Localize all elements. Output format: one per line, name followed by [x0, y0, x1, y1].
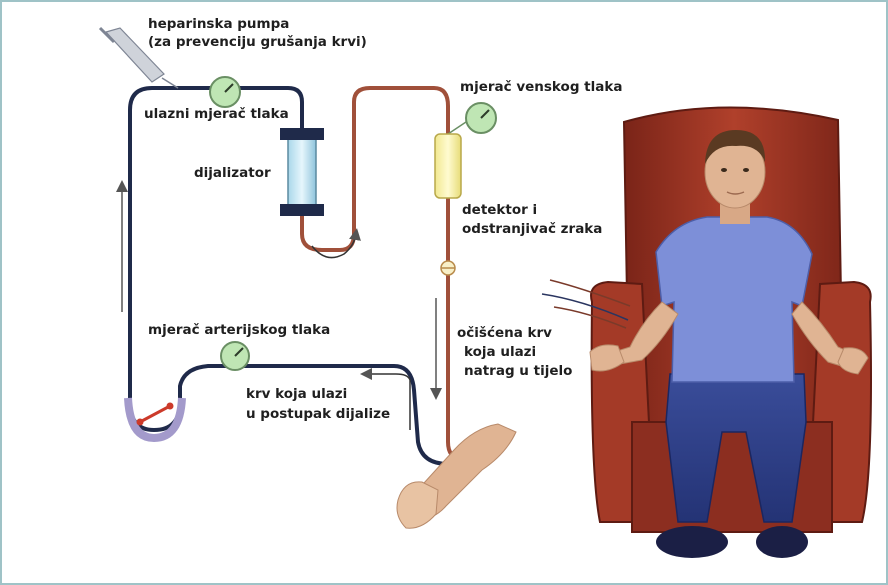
- air-trap-icon: [434, 133, 462, 276]
- heparin-pump-sublabel: (za prevenciju grušanja krvi): [148, 34, 367, 50]
- dialyzer-label: dijalizator: [194, 165, 271, 181]
- flow-arrows: [116, 180, 442, 430]
- venous-pressure-gauge-label: mjerač venskog tlaka: [460, 79, 623, 95]
- blood-in-sublabel: u postupak dijalize: [246, 406, 391, 422]
- arterial-pressure-gauge-label: mjerač arterijskog tlaka: [148, 322, 331, 338]
- air-detector-sublabel: odstranjivač zraka: [462, 221, 603, 237]
- dialyzer-cartridge-icon: [280, 128, 324, 216]
- clean-blood-sublabel-2: natrag u tijelo: [464, 363, 573, 379]
- pressure-gauge-icon: [209, 76, 497, 371]
- blood-pump-icon: [124, 397, 186, 443]
- heparin-pump-label: heparinska pumpa: [148, 16, 290, 32]
- patient-forearm: [396, 423, 517, 529]
- patient-figure: [589, 130, 869, 558]
- air-detector-label: detektor i: [462, 202, 538, 218]
- inlet-pressure-gauge-label: ulazni mjerač tlaka: [144, 106, 289, 122]
- clean-blood-label: očišćena krv: [457, 325, 552, 341]
- clean-blood-sublabel-1: koja ulazi: [464, 344, 537, 360]
- blood-in-label: krv koja ulazi: [246, 386, 348, 402]
- syringe-icon: [98, 26, 179, 89]
